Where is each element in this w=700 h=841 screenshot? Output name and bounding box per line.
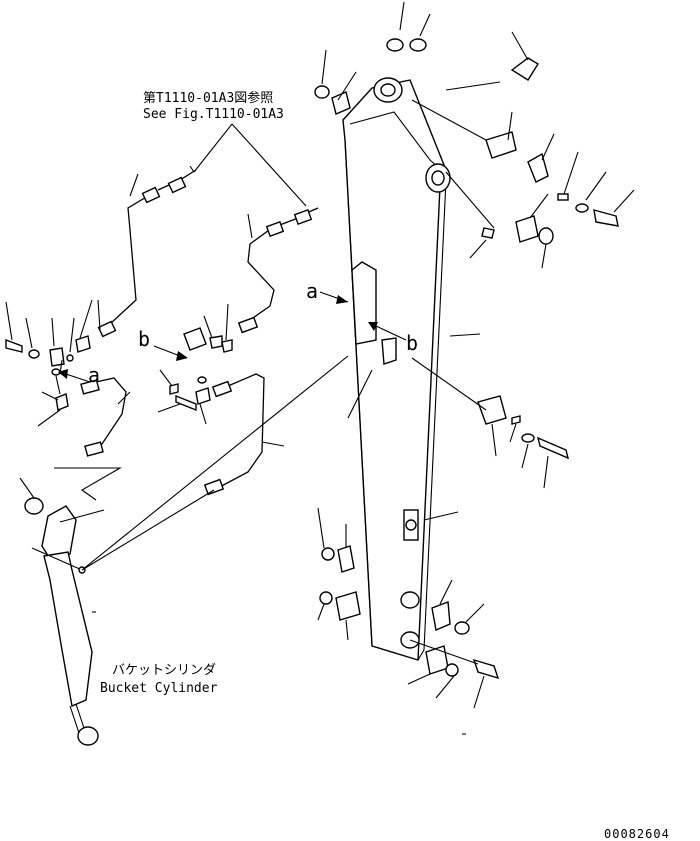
lower-parts <box>317 507 500 709</box>
reference-text-english: See Fig.T1110-01A3 <box>143 107 284 122</box>
left-small-parts <box>5 299 233 427</box>
top-parts <box>314 1 635 269</box>
arm <box>342 77 451 661</box>
callout-b-left: b <box>138 327 150 351</box>
callout-a-left: a <box>88 363 100 387</box>
drawing-number: 00082604 <box>604 827 670 841</box>
bucket-cylinder-label-japanese: バケットシリンダ <box>112 663 216 678</box>
reference-leader-lines <box>189 123 307 207</box>
bucket-cylinder <box>19 355 349 746</box>
callout-b-right: b <box>406 331 418 355</box>
reference-text-japanese: 第T1110-01A3図参照 <box>143 90 273 106</box>
callout-arrows <box>58 291 407 383</box>
bucket-cylinder-label-english: Bucket Cylinder <box>100 681 218 696</box>
callout-a-top: a <box>306 279 318 303</box>
hoses <box>80 169 319 496</box>
middle-parts <box>347 333 570 521</box>
